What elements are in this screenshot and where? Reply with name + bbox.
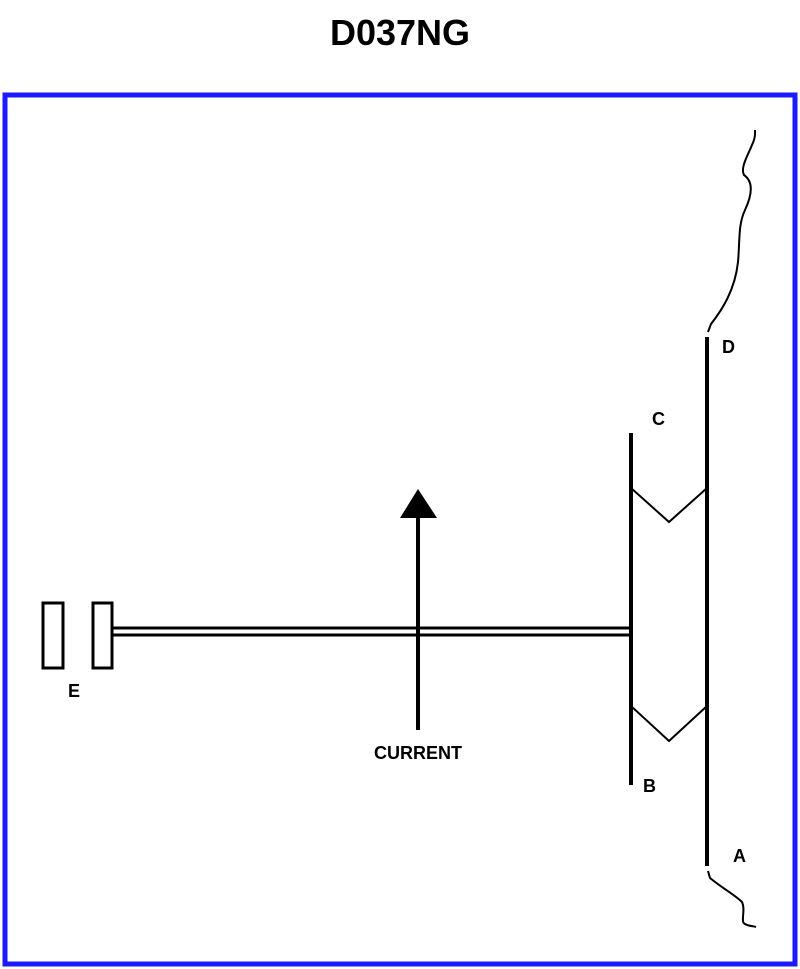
- label-e: E: [68, 681, 80, 701]
- coastline-south: [707, 870, 757, 928]
- coastline-north: [707, 129, 757, 333]
- label-c: C: [652, 409, 665, 429]
- dolphin-left: [41, 601, 65, 670]
- label-current: CURRENT: [374, 743, 462, 763]
- current-arrow-head-icon: [400, 489, 437, 518]
- label-a: A: [733, 846, 746, 866]
- fender-connector-upper: [630, 487, 708, 524]
- diagram-frame: [2, 92, 798, 967]
- dolphin-right: [91, 601, 114, 670]
- fender-connector-lower: [630, 705, 708, 743]
- label-b: B: [643, 776, 656, 796]
- label-d: D: [722, 337, 735, 357]
- diagram-title: D037NG: [330, 12, 470, 53]
